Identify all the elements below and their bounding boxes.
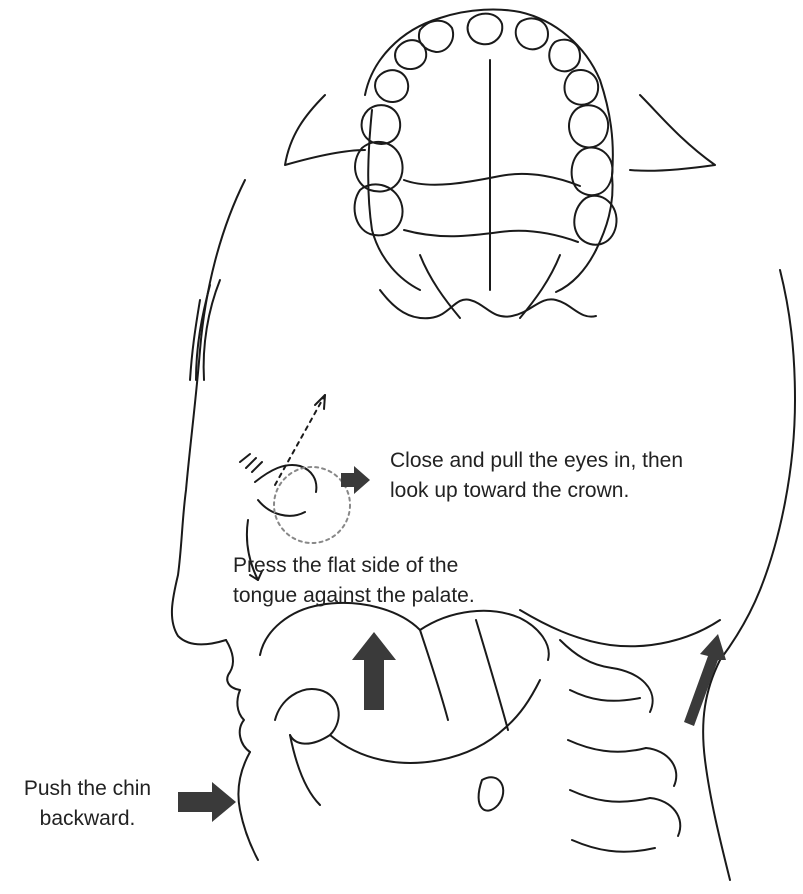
cervical-spine-illustration (560, 640, 680, 852)
arrow-tongue (352, 632, 396, 710)
eyes-caption-line-1: Close and pull the eyes in, then (390, 446, 790, 476)
tongue-caption-line-2: tongue against the palate. (233, 581, 553, 611)
arrow-eyes (341, 466, 370, 494)
dental-arch-illustration (285, 10, 715, 319)
chin-instruction-caption: Push the chin backward. (0, 774, 175, 834)
eyes-instruction-caption: Close and pull the eyes in, then look up… (390, 446, 790, 506)
mouth-tongue-illustration (260, 603, 549, 811)
head-profile-illustration (172, 180, 795, 880)
chin-caption-line-1: Push the chin (0, 774, 175, 804)
eyes-caption-line-2: look up toward the crown. (390, 476, 790, 506)
tongue-caption-line-1: Press the flat side of the (233, 551, 553, 581)
chin-caption-line-2: backward. (0, 804, 175, 834)
tongue-instruction-caption: Press the flat side of the tongue agains… (233, 551, 553, 611)
arrow-chin (178, 782, 236, 822)
